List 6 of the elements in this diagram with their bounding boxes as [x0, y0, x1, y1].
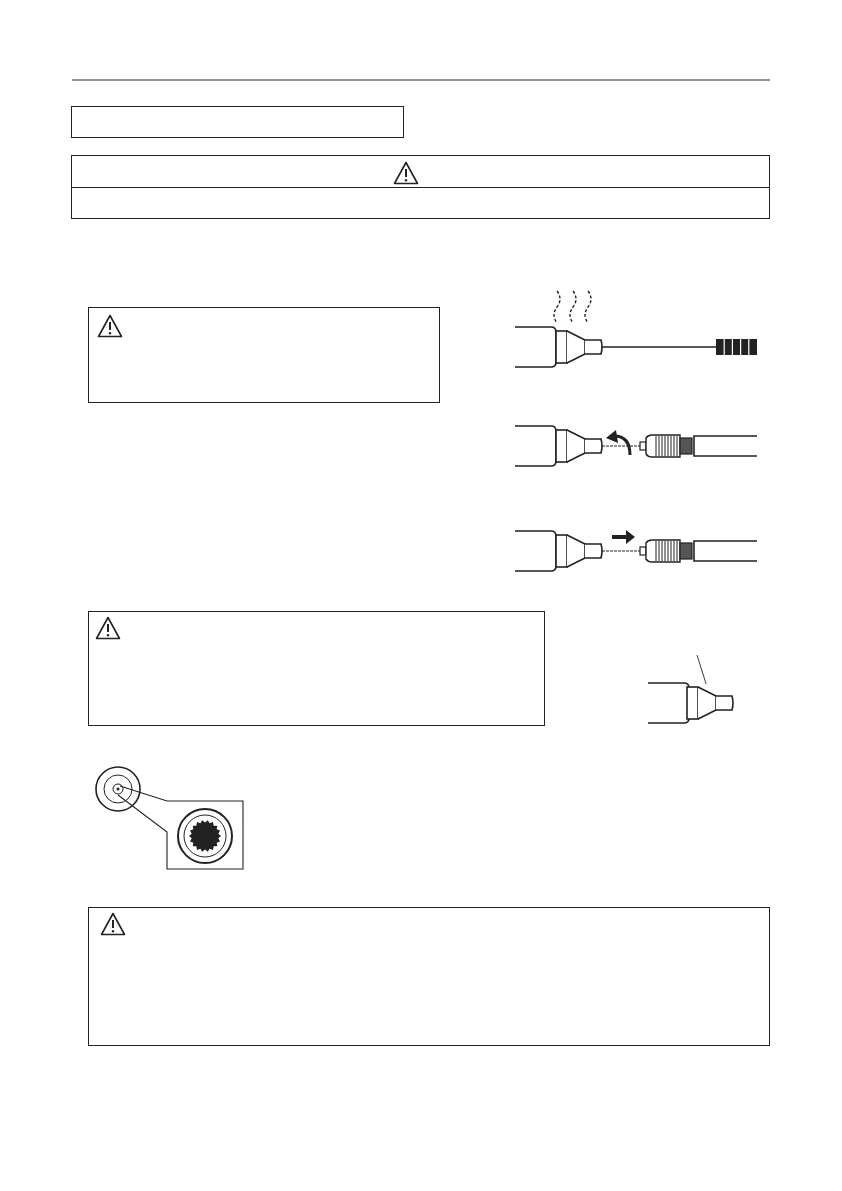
caution-box	[88, 907, 770, 1046]
caution-box	[88, 611, 545, 726]
note-box	[71, 106, 404, 138]
leader-line	[696, 654, 707, 685]
warning-box	[71, 155, 770, 219]
caution-box	[88, 307, 440, 403]
